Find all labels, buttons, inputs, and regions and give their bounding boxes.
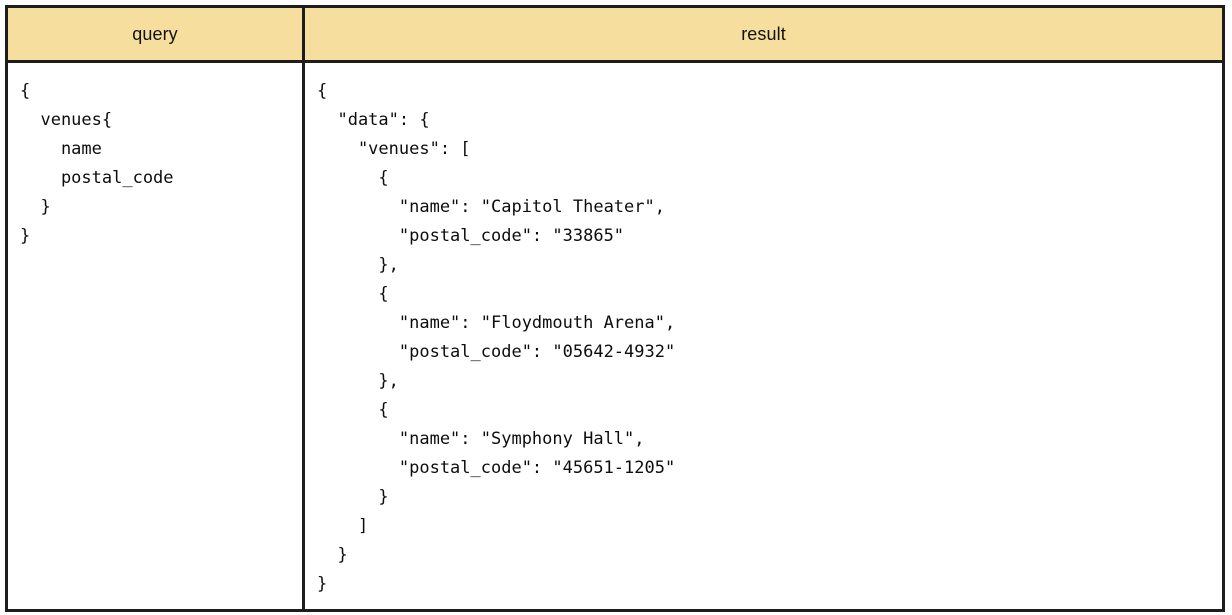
query-cell: { venues{ name postal_code } } (5, 60, 305, 612)
column-header-query: query (5, 5, 305, 63)
query-result-table-container: query result { venues{ name postal_code … (5, 5, 1225, 612)
result-cell: { "data": { "venues": [ { "name": "Capit… (302, 60, 1225, 612)
column-header-result: result (302, 5, 1225, 63)
table-row: { venues{ name postal_code } } { "data":… (5, 60, 1225, 612)
graphql-query-code: { venues{ name postal_code } } (20, 81, 174, 246)
query-result-table: query result { venues{ name postal_code … (5, 5, 1225, 612)
table-header-row: query result (5, 5, 1225, 63)
json-result-code: { "data": { "venues": [ { "name": "Capit… (317, 81, 676, 594)
